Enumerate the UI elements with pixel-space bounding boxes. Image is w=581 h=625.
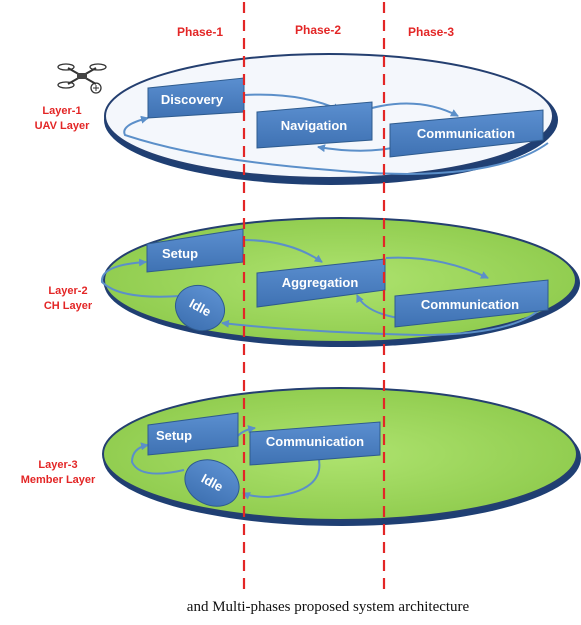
architecture-diagram: Layer-1 UAV Layer Discovery Navigation C…	[21, 2, 581, 590]
layer-1-navigation-box: Navigation	[256, 101, 373, 149]
layer-2-setup-label: Setup	[162, 246, 198, 261]
arrow-navigation-communication	[371, 102, 459, 117]
layer-1-discovery-label: Discovery	[161, 92, 224, 107]
phase-2-label: Phase-2	[295, 23, 341, 37]
layer-1-subtitle: UAV Layer	[35, 120, 91, 132]
layer-2-subtitle: CH Layer	[44, 300, 93, 312]
layer-3-subtitle: Member Layer	[21, 474, 96, 486]
layer-3-setup-box: Setup	[147, 412, 239, 456]
phase-3-label: Phase-3	[408, 25, 454, 39]
arrow-communication-discovery	[123, 115, 549, 175]
layer-3-idle-node: Idle	[184, 459, 240, 507]
arrow-idle-setup-3	[130, 442, 185, 475]
figure-caption: and Multi-phases proposed system archite…	[186, 599, 470, 615]
arrow-aggregation-communication	[385, 256, 489, 279]
arrow-idle-setup	[100, 258, 181, 298]
layer-2-idle-node: Idle	[175, 284, 225, 332]
layer-2-setup-box: Setup	[146, 228, 244, 273]
arrow-communication-aggregation	[356, 294, 399, 319]
arrow-communication-navigation	[317, 144, 393, 153]
arrow-setup-aggregation	[242, 239, 323, 263]
layer-2-communication-box: Communication	[394, 279, 549, 328]
layer-3-setup-label: Setup	[156, 428, 192, 443]
layer-3-communication-box: Communication	[249, 421, 381, 466]
layer-2-communication-label: Communication	[421, 297, 519, 312]
layer-2-aggregation-label: Aggregation	[282, 275, 359, 290]
layer-3-communication-label: Communication	[266, 434, 364, 449]
layer-1-navigation-label: Navigation	[281, 118, 348, 133]
arrow-communication-idle	[221, 303, 546, 337]
drone-icon	[57, 63, 107, 94]
layer-1-name: Layer-1	[42, 105, 81, 117]
layer-1-discovery-box: Discovery	[147, 77, 245, 119]
layer-2-name: Layer-2	[48, 285, 87, 297]
layer-1-communication-box: Communication	[389, 109, 544, 158]
layer-3-name: Layer-3	[38, 459, 77, 471]
phase-1-label: Phase-1	[177, 25, 223, 39]
arrow-communication-idle-3	[242, 454, 321, 500]
layer-1-communication-label: Communication	[417, 126, 515, 141]
